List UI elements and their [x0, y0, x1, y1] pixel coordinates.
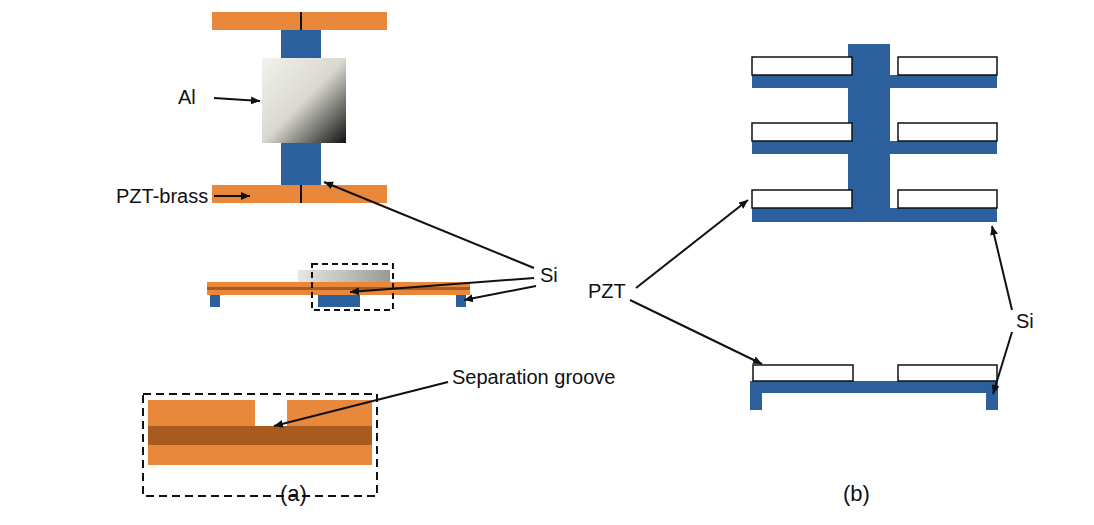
- part-label: Al: [178, 86, 196, 108]
- si-neck: [281, 30, 321, 59]
- side-view: [207, 264, 470, 310]
- part-label: Si: [540, 264, 558, 286]
- part-label: Separation groove: [452, 366, 615, 388]
- top-plate: [212, 12, 387, 30]
- part-label: PZT: [588, 280, 626, 302]
- part-label: PZT-brass: [116, 185, 208, 207]
- subfigure-label: (a): [280, 482, 307, 506]
- part-label: Si: [1016, 310, 1034, 332]
- al-mass: [262, 58, 346, 143]
- subfigure-label: (b): [843, 482, 870, 506]
- multi-layer-harvester: [752, 44, 997, 222]
- si-neck: [281, 143, 321, 185]
- single-layer-harvester: [750, 365, 998, 410]
- bottom-plate: [212, 185, 387, 203]
- leader-lines: [214, 98, 1012, 426]
